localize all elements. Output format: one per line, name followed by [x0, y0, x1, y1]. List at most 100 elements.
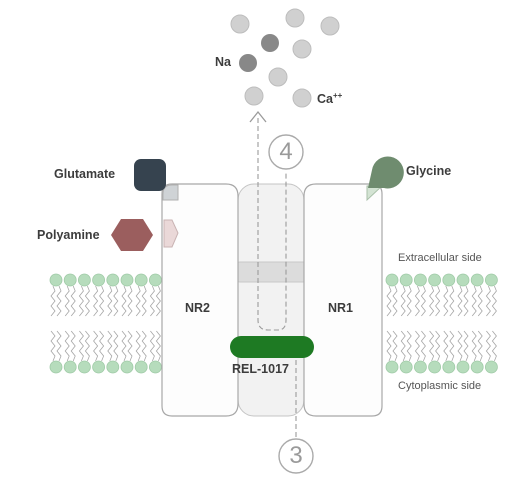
nr2-label: NR2	[185, 301, 211, 315]
lipid-tail	[141, 285, 147, 317]
lipid-tail	[420, 285, 426, 317]
lipid-tail	[78, 330, 84, 362]
lipid-tail	[50, 285, 56, 317]
lipid-tail	[457, 285, 463, 317]
lipid-tail	[93, 330, 99, 362]
glutamate-binding-site	[162, 184, 179, 201]
lipid-tail	[449, 285, 455, 317]
lipid-head	[484, 273, 498, 287]
lipid-head	[49, 360, 63, 374]
lipid-tail	[449, 330, 455, 362]
lipid-head	[399, 360, 413, 374]
lipid-tail	[99, 285, 105, 317]
step-3-circle	[278, 438, 314, 474]
lipid-tail	[463, 330, 469, 362]
lipid-head	[428, 273, 442, 287]
lipid-tail	[70, 285, 76, 317]
ca-label: Ca++	[317, 91, 342, 106]
lipid-tail	[107, 285, 113, 317]
lipid-head	[413, 360, 427, 374]
membrane-right	[385, 273, 498, 374]
lipid-tail	[414, 285, 420, 317]
polyamine-label: Polyamine	[37, 228, 100, 242]
lipid-tail	[414, 330, 420, 362]
lipid-tail	[149, 285, 155, 317]
lipid-tail	[56, 330, 62, 362]
lipid-head	[470, 360, 484, 374]
lipid-tail	[127, 285, 133, 317]
lipid-tail	[121, 330, 127, 362]
step-4-number: 4	[279, 138, 293, 165]
lipid-tail	[471, 285, 477, 317]
lipid-tail	[429, 285, 435, 317]
glycine-icon	[368, 156, 404, 189]
lipid-tail	[93, 285, 99, 317]
lipid-tail	[491, 330, 497, 362]
na-label: Na	[215, 55, 231, 69]
lipid-tail	[429, 330, 435, 362]
lipid-tail	[113, 330, 119, 362]
lipid-head	[442, 360, 456, 374]
lipid-head	[134, 273, 148, 287]
lipid-tail	[477, 330, 483, 362]
lipid-tail	[84, 285, 90, 317]
lipid-head	[63, 273, 77, 287]
step-3-number: 3	[289, 442, 303, 469]
lipid-tail	[70, 330, 76, 362]
lipid-tail	[443, 330, 449, 362]
lipid-tail	[406, 285, 412, 317]
lipid-head	[148, 360, 162, 374]
lipid-tail	[50, 330, 56, 362]
glycine-label: Glycine	[406, 164, 452, 178]
lipid-head	[106, 273, 120, 287]
lipid-tail	[485, 285, 491, 317]
lipid-tail	[420, 330, 426, 362]
lipid-head	[120, 360, 134, 374]
channel-pore	[237, 183, 305, 417]
lipid-tail	[135, 330, 141, 362]
lipid-head	[442, 273, 456, 287]
ion	[292, 39, 312, 59]
channel-gate	[229, 261, 315, 283]
lipid-tail	[435, 330, 441, 362]
lipid-head	[134, 360, 148, 374]
lipid-tail	[155, 285, 161, 317]
step-4-circle	[268, 134, 304, 170]
lipid-tail	[135, 285, 141, 317]
membrane-left	[49, 273, 162, 374]
lipid-head	[106, 360, 120, 374]
lipid-head	[49, 273, 63, 287]
lipid-tail	[78, 285, 84, 317]
ca-charge: ++	[332, 91, 343, 100]
lipid-tail	[149, 330, 155, 362]
nr1-subunit	[303, 183, 383, 417]
lipid-tail	[477, 285, 483, 317]
lipid-tail	[485, 330, 491, 362]
lipid-tail	[400, 330, 406, 362]
lipid-tail	[457, 330, 463, 362]
lipid-head	[484, 360, 498, 374]
lipid-tail	[141, 330, 147, 362]
ion	[320, 16, 340, 36]
lipid-head	[413, 273, 427, 287]
lipid-head	[120, 273, 134, 287]
lipid-tail	[99, 330, 105, 362]
lipid-tail	[56, 285, 62, 317]
rel-1017-molecule	[230, 336, 314, 358]
sodium-ion	[261, 34, 279, 52]
lipid-head	[78, 360, 91, 374]
glutamate-label: Glutamate	[54, 167, 116, 181]
lipid-head	[428, 360, 442, 374]
lipid-tail	[443, 285, 449, 317]
lipid-tail	[491, 285, 497, 317]
lipid-tail	[392, 285, 398, 317]
lipid-tail	[113, 285, 119, 317]
lipid-head	[385, 360, 399, 374]
rel-1017-label: REL-1017	[232, 362, 289, 376]
ion	[230, 14, 250, 34]
lipid-head	[385, 273, 399, 287]
lipid-head	[456, 273, 470, 287]
lipid-head	[78, 273, 91, 287]
polyamine-binding-site	[163, 219, 179, 248]
